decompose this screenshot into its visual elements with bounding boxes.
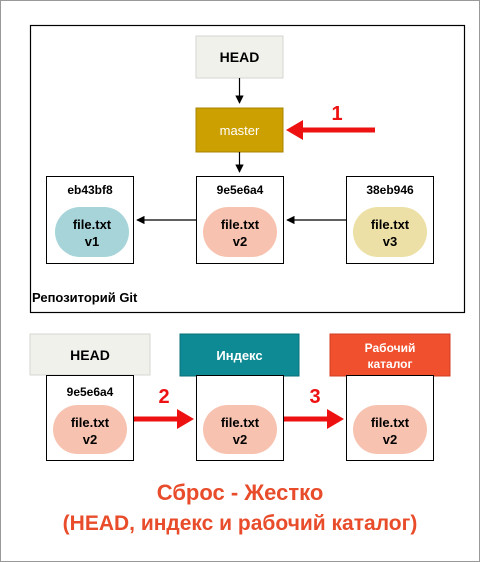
caption-line1: Сброс - Жестко [157, 480, 324, 505]
index-title: Индекс [216, 348, 262, 363]
head-tree-hash: 9e5e6a4 [67, 385, 114, 399]
index-blob [203, 405, 277, 454]
workdir-header [329, 333, 451, 377]
head-tree-blob [53, 405, 127, 454]
blob-v2 [203, 207, 277, 257]
head-ref-box [195, 35, 284, 79]
master-branch-label: master [220, 123, 260, 138]
commit-hash-v1: eb43bf8 [67, 183, 113, 197]
index-version: v2 [233, 432, 247, 447]
master-branch-box [195, 107, 284, 153]
head-tree-title: HEAD [70, 347, 110, 363]
commit-hash-v3: 38eb946 [366, 183, 414, 197]
blob-v1-file: file.txt [73, 217, 112, 232]
step1-arrowhead [286, 120, 303, 140]
workdir-file: file.txt [371, 415, 410, 430]
step3-arrowhead [327, 409, 344, 429]
blob-v3-version: v3 [383, 234, 397, 249]
head-ref-label: HEAD [220, 49, 260, 65]
blob-v2-version: v2 [233, 234, 247, 249]
blob-v3-file: file.txt [371, 217, 410, 232]
repository-label: Репозиторий Git [32, 290, 138, 305]
step2-arrowhead [177, 409, 194, 429]
workdir-title-line2: каталог [367, 357, 412, 371]
caption-line2: (HEAD, индекс и рабочий каталог) [63, 512, 418, 535]
workdir-blob [353, 405, 427, 454]
commit-hash-v2: 9e5e6a4 [217, 183, 264, 197]
blob-v2-file: file.txt [221, 217, 260, 232]
head-tree-file: file.txt [71, 415, 110, 430]
blob-v1-version: v1 [85, 234, 99, 249]
head-tree-version: v2 [83, 432, 97, 447]
workdir-title-line1: Рабочий [365, 341, 416, 355]
index-file: file.txt [221, 415, 260, 430]
blob-v3 [353, 207, 427, 257]
repository-frame [29, 24, 466, 314]
step3-number: 3 [309, 386, 320, 408]
blob-v1 [55, 207, 129, 257]
step2-number: 2 [158, 386, 169, 408]
index-header [179, 333, 300, 377]
step1-number: 1 [331, 103, 342, 125]
workdir-version: v2 [383, 432, 397, 447]
head-tree-header [29, 333, 151, 376]
